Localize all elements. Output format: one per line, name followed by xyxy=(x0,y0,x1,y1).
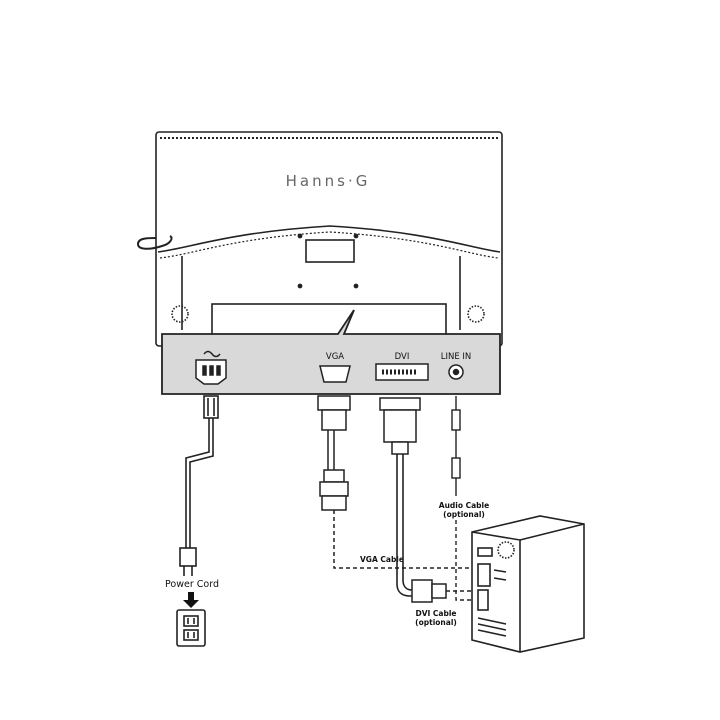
vga-port-label: VGA xyxy=(326,352,344,362)
brand-logo: Hanns·G xyxy=(286,172,371,190)
arrow-down-icon xyxy=(183,592,199,608)
audio-cable-optional-label: (optional) xyxy=(443,510,485,519)
pc-tower xyxy=(472,516,584,652)
dvi-port xyxy=(376,364,428,380)
dvi-cable-optional-label: (optional) xyxy=(415,618,457,627)
audio-cable xyxy=(452,396,474,600)
vga-port xyxy=(320,366,350,382)
wall-outlet-icon xyxy=(177,610,205,646)
power-cord-label: Power Cord xyxy=(165,579,219,590)
line-in-port xyxy=(449,365,463,379)
dvi-cable-label: DVI Cable xyxy=(415,609,456,618)
power-cord xyxy=(180,396,218,576)
line-in-port-label: LINE IN xyxy=(441,352,472,362)
audio-cable-label: Audio Cable xyxy=(439,501,489,510)
monitor-back xyxy=(138,132,502,346)
dvi-port-label: DVI xyxy=(395,352,410,362)
